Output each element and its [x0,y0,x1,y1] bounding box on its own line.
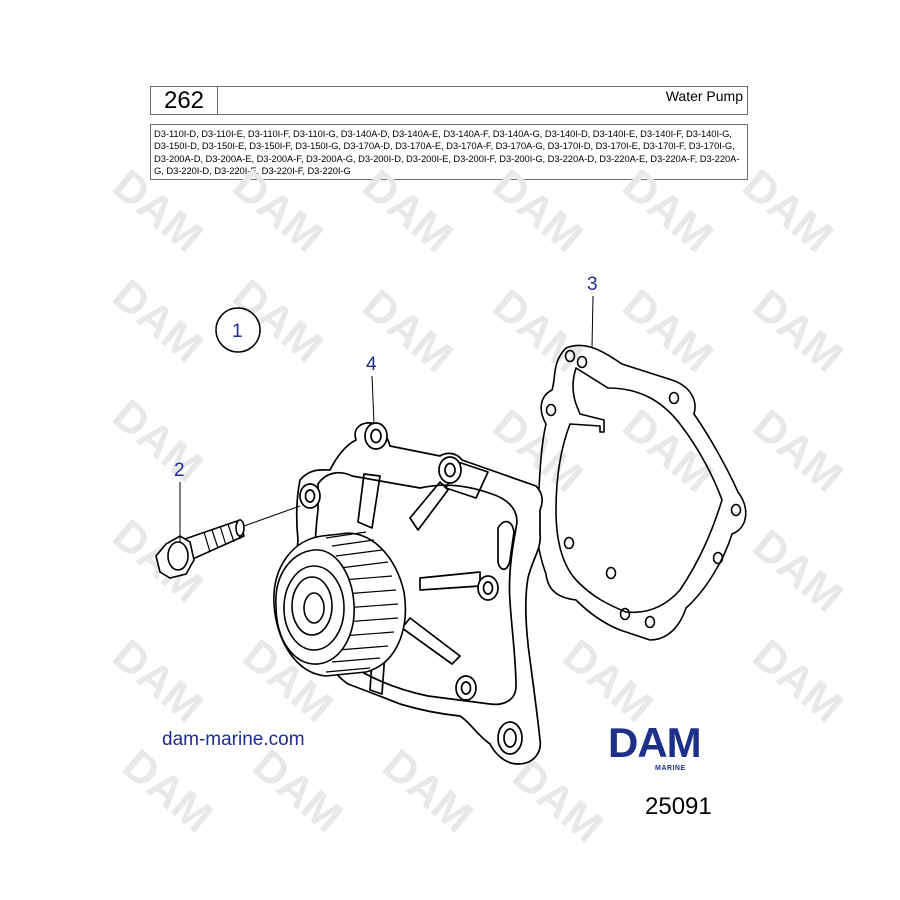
gasket-hole [712,551,724,565]
watermark: DAM [374,740,482,842]
watermark: DAM [104,390,212,492]
gasket-hole [605,566,617,580]
watermark: DAM [614,160,722,262]
brand-logo: DAM [608,719,702,766]
watermark: DAM [744,280,852,382]
watermark: DAM [104,160,212,262]
watermark: DAM [744,400,852,502]
housing-bolt-boss [364,422,388,450]
watermark: DAM [614,400,722,502]
watermark: DAM [744,630,852,732]
page-number: 262 [151,87,218,114]
sprocket-part [273,531,407,677]
leader-lines [179,295,594,542]
watermark: DAM [244,740,352,842]
watermark: DAM [734,160,842,262]
housing-bolt-boss [455,675,477,701]
gasket-hole [619,607,631,621]
callout-2: 2 [174,460,185,481]
watermark: DAM [554,630,662,732]
watermark: DAM [104,270,212,372]
watermark: DAM [484,280,592,382]
gasket-hole [563,536,575,550]
website-link[interactable]: dam-marine.com [162,729,305,750]
gasket-hole [668,391,680,405]
watermark: DAM [744,520,852,622]
callout-1-circle [215,307,261,353]
model-list: D3-110I-D, D3-110I-E, D3-110I-F, D3-110I… [150,124,748,180]
callout-1: 1 [232,321,243,342]
gasket-hole [730,503,742,517]
page-title: Water Pump [665,88,743,104]
housing-bolt-boss [477,575,499,601]
housing-bolt-boss [438,456,462,484]
shaft-bore [303,592,325,624]
callout-3: 3 [587,274,598,295]
brand-logo-subtitle: MARINE [655,765,686,772]
gasket-hole [564,349,576,363]
watermark: DAM [114,740,222,842]
bolt-part [155,518,245,579]
header-box: 262 Water Pump [150,86,748,115]
diagram-reference-number: 25091 [645,793,712,820]
watermark: DAM [504,750,612,852]
housing-bolt-boss [497,721,523,755]
gasket-part [535,344,747,641]
gasket-hole [644,615,656,629]
pump-housing-part [295,422,543,765]
watermark: DAM [224,160,332,262]
housing-bolt-boss [299,483,321,509]
watermark: DAM [104,630,212,732]
watermark: DAM [484,160,592,262]
watermark: DAM [354,160,462,262]
callout-4: 4 [366,354,377,375]
gasket-hole [545,403,557,417]
gasket-hole [576,355,588,369]
